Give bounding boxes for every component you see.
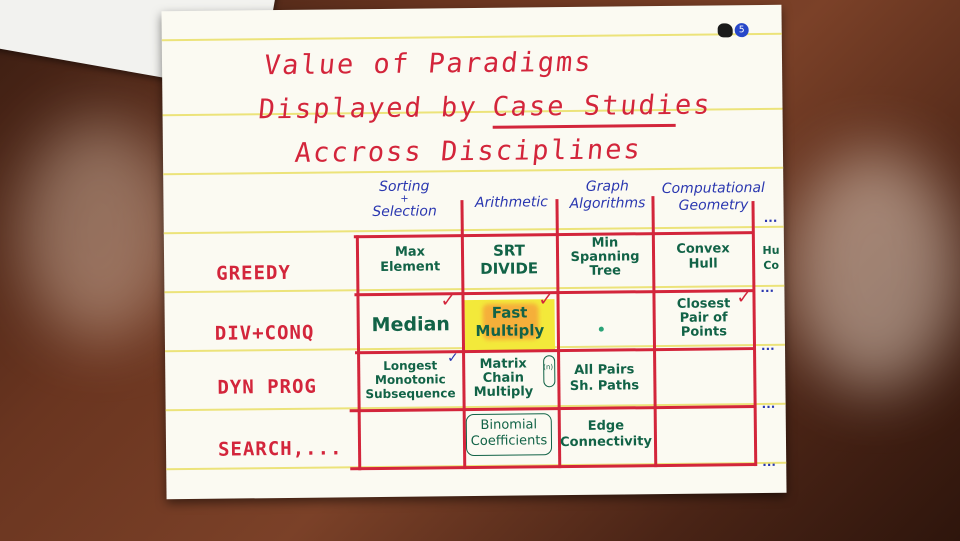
row-header-dyn-prog: DYN PROG (217, 375, 318, 399)
cell-all-pairs-shortest-paths: All Pairs Sh. Paths (569, 362, 640, 395)
column-header-arithmetic: Arithmetic (474, 194, 549, 211)
row-continuation-dots: ... (760, 338, 775, 353)
check-mark: ✓ (538, 289, 554, 311)
check-mark: ✓ (447, 350, 459, 367)
title-line-3: Accross Disciplines (293, 134, 644, 169)
ink-dot (598, 326, 604, 332)
light-reflection (790, 150, 960, 390)
title-line-2-underlined: Case Studies (491, 89, 714, 123)
row-continuation-dots: ... (761, 396, 776, 411)
row-header-search: SEARCH,... (217, 437, 343, 461)
card-number: 5 (734, 23, 749, 38)
grid-line-col-4 (751, 201, 758, 467)
cell-matrix-chain-multiply: Matrix Chain Multiply (473, 356, 534, 401)
cell-median: Median (371, 313, 450, 337)
check-mark: ✓ (736, 287, 752, 309)
title-line-1: Value of Paradigms (262, 46, 595, 82)
column-continuation-dots: ... (763, 210, 778, 225)
cell-binomial-coefficients: Binomial Coefficients (470, 417, 548, 450)
light-reflection (20, 120, 180, 340)
side-note-n: (n) (543, 363, 554, 372)
row-header-greedy: GREEDY (216, 261, 291, 285)
ink-blot-icon (717, 23, 733, 38)
grid-line-top (353, 231, 754, 239)
title-line-2-prefix: Displayed by (257, 91, 480, 126)
cell-min-spanning-tree: Min Spanning Tree (570, 235, 640, 279)
grid-line-bottom (350, 463, 757, 471)
grid-line-row-2 (355, 347, 756, 355)
cell-convex-hull: Convex Hull (676, 241, 730, 272)
check-mark: ✓ (440, 290, 456, 312)
cell-extra-partial: Hu Co (762, 243, 780, 272)
column-header-graph: Graph Algorithms (569, 178, 646, 212)
cell-edge-connectivity: Edge Connectivity (560, 418, 652, 451)
title-underline (492, 123, 676, 129)
index-card: 5 Value of Paradigms Displayed by Case S… (161, 4, 787, 500)
cell-longest-monotonic-subsequence: Longest Monotonic Subsequence (365, 358, 456, 402)
row-continuation-dots: ... (762, 454, 776, 469)
card-number-badge: 5 (717, 21, 752, 39)
row-header-div-conq: DIV+CONQ (214, 321, 315, 345)
row-continuation-dots: ... (760, 280, 775, 296)
grid-line-row-3 (349, 405, 756, 413)
grid-line-row-1 (354, 289, 755, 297)
column-header-sorting: Sorting + Selection (372, 178, 437, 221)
cell-srt-divide: SRT DIVIDE (480, 241, 539, 278)
cell-max-element: Max Element (380, 244, 441, 275)
